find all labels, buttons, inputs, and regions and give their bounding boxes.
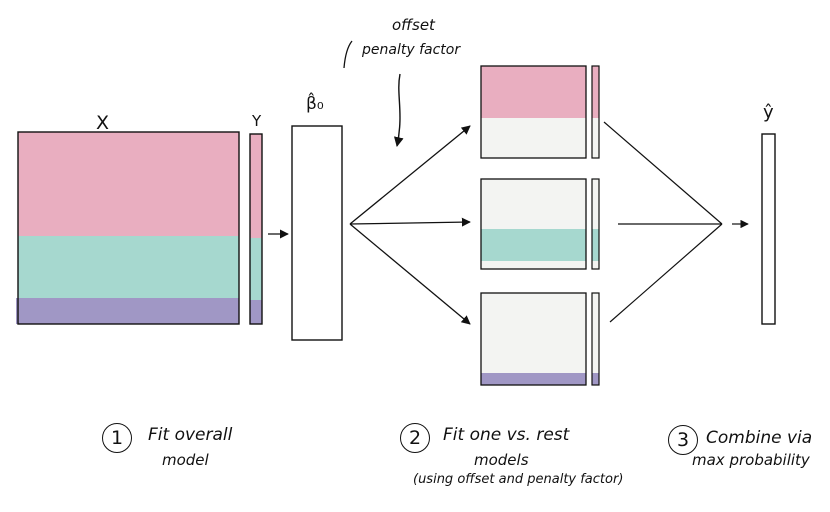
y-vector	[249, 133, 263, 325]
step-1-badge: 1	[102, 423, 132, 453]
penalty-factor-label: penalty factor	[362, 42, 461, 58]
step-2-title: Fit one vs. rest	[443, 425, 570, 445]
step-3-subtitle: max probability	[692, 451, 810, 469]
offset-label: offset	[392, 16, 435, 34]
step-1-title: Fit overall	[148, 425, 233, 445]
model-pink	[480, 65, 600, 159]
x-label: X	[96, 112, 110, 134]
model-purple	[480, 292, 600, 386]
step-3-title: Combine via	[706, 428, 813, 448]
step-2-subtitle: models	[474, 451, 529, 469]
offset-bracket	[343, 40, 353, 69]
step-2-badge: 2	[400, 423, 430, 453]
yhat-label: ŷ	[763, 102, 774, 123]
model-teal	[480, 178, 600, 270]
converge-lines	[603, 121, 749, 323]
yhat-column	[761, 133, 776, 325]
beta-column	[291, 125, 343, 341]
step-2-note: (using offset and penalty factor)	[413, 472, 624, 487]
step-1-subtitle: model	[162, 451, 209, 469]
offset-arrow	[393, 73, 404, 147]
fan-out-arrows	[349, 125, 471, 325]
step-3-badge: 3	[668, 425, 698, 455]
y-label: Y	[252, 112, 262, 130]
x-matrix	[16, 131, 240, 325]
beta-label: β̂₀	[306, 94, 324, 114]
